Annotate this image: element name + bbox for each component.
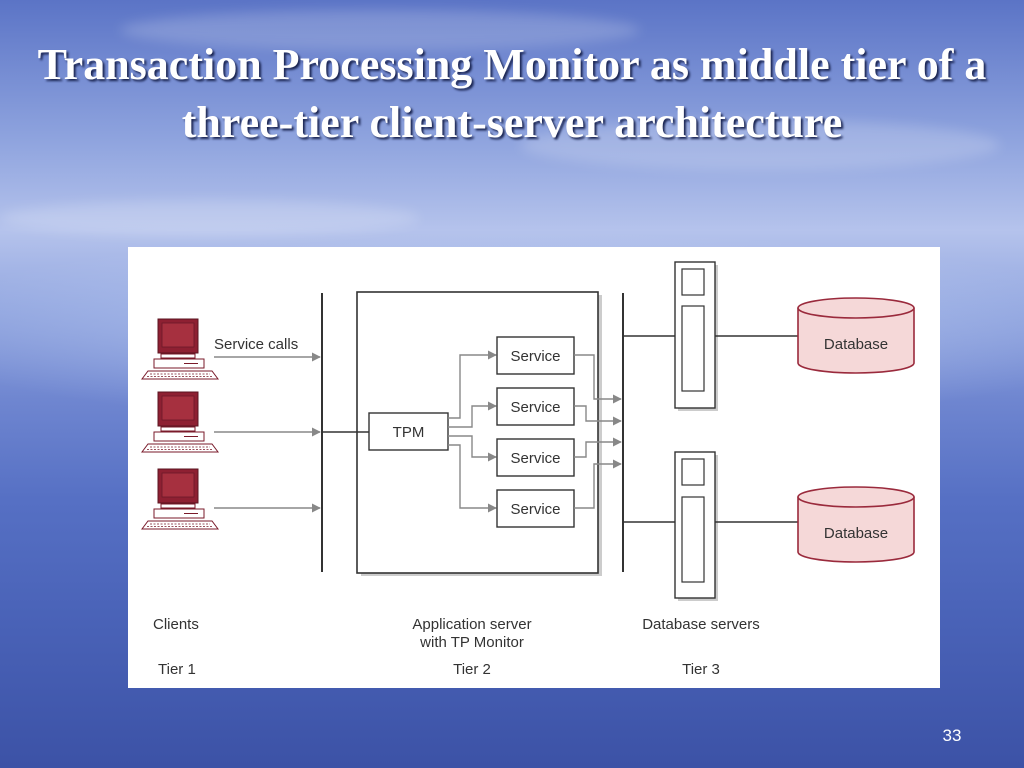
service-label: Service (510, 399, 560, 416)
database-icon (797, 486, 915, 563)
client-computer-icon (141, 318, 219, 380)
service-calls-label: Service calls (214, 336, 298, 353)
sky-streak (520, 120, 1000, 170)
service-to-db-arrow (574, 437, 622, 458)
database-icon (797, 297, 915, 374)
sky-streak (0, 200, 420, 236)
tier-label: Tier 3 (682, 661, 720, 678)
service-label: Service (510, 348, 560, 365)
service-to-db-arrow (574, 459, 622, 509)
sky-streak (120, 10, 640, 50)
service-to-db-arrow (574, 405, 622, 426)
client-computer-icon (141, 468, 219, 530)
page-number: 33 (942, 726, 962, 745)
tpm-to-service-arrow (448, 435, 497, 462)
clients-label: Clients (153, 616, 199, 633)
database-servers-label: Database servers (642, 616, 760, 633)
service-box (496, 387, 575, 426)
service-box (496, 489, 575, 528)
tpm-to-service-arrow (448, 401, 497, 428)
tpm-to-service-arrow (448, 350, 497, 419)
database-label: Database (824, 525, 888, 542)
tier-label: Tier 2 (453, 661, 491, 678)
tpm-to-service-arrow (448, 444, 497, 513)
application-server-label: with TP Monitor (419, 634, 524, 651)
tier-label: Tier 1 (158, 661, 196, 678)
service-label: Service (510, 450, 560, 467)
application-server-label: Application server (412, 616, 531, 633)
tpm-box (368, 412, 449, 451)
architecture-diagram: Service calls TPM Service Service Servic… (128, 247, 940, 688)
database-label: Database (824, 336, 888, 353)
database-server-icon (674, 451, 718, 601)
client-computer-icon (141, 391, 219, 453)
database-server-icon (674, 261, 718, 411)
tpm-label: TPM (393, 424, 425, 441)
service-to-db-arrow (574, 354, 622, 404)
slide-title: Transaction Processing Monitor as middle… (37, 40, 987, 147)
service-label: Service (510, 501, 560, 518)
